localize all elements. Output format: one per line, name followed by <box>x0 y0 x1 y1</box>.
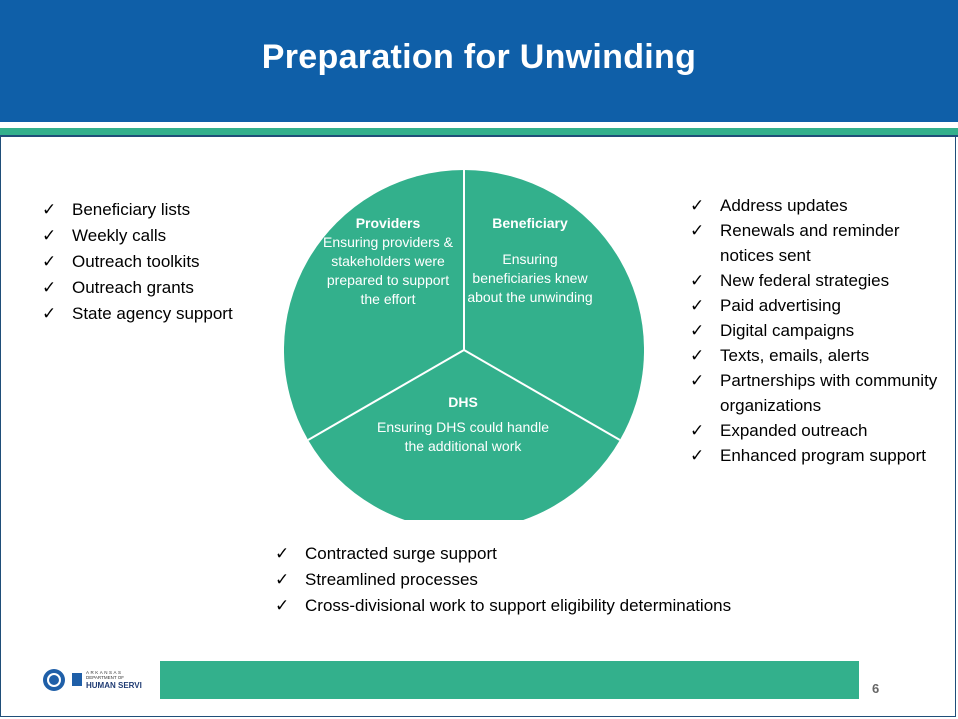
svg-text:ARKANSAS: ARKANSAS <box>86 670 123 675</box>
checkmark-icon: ✓ <box>42 252 57 271</box>
footer-bar <box>160 661 859 699</box>
dhs-heading: DHS <box>448 394 478 410</box>
checkmark-icon: ✓ <box>275 596 290 615</box>
page-number: 6 <box>872 681 880 696</box>
pie-segment-beneficiary <box>464 170 644 440</box>
checkmark-icon: ✓ <box>690 371 705 390</box>
list-item: ✓Contracted surge support <box>275 541 875 567</box>
checkmark-icon: ✓ <box>690 446 705 465</box>
three-part-pie-diagram <box>284 170 644 520</box>
list-item: ✓Beneficiary lists <box>42 197 302 223</box>
checkmark-icon: ✓ <box>690 271 705 290</box>
checkmark-icon: ✓ <box>690 321 705 340</box>
providers-segment-text: Providers Ensuring providers & stakehold… <box>318 214 458 309</box>
list-item: ✓Outreach grants <box>42 275 302 301</box>
arkansas-dhs-logo: ARKANSAS DEPARTMENT OF HUMAN SERVICES <box>43 669 142 691</box>
header-blue-stripe <box>0 135 958 137</box>
providers-description: Ensuring providers & stakeholders were p… <box>323 234 453 307</box>
left-checklist: ✓Beneficiary lists ✓Weekly calls ✓Outrea… <box>42 197 302 327</box>
list-item: ✓New federal strategies <box>690 268 952 293</box>
providers-heading: Providers <box>355 215 421 231</box>
svg-text:HUMAN SERVICES: HUMAN SERVICES <box>86 681 142 690</box>
checkmark-icon: ✓ <box>275 544 290 563</box>
checkmark-icon: ✓ <box>42 278 57 297</box>
checkmark-icon: ✓ <box>690 196 705 215</box>
svg-text:DEPARTMENT OF: DEPARTMENT OF <box>86 675 124 680</box>
checkmark-icon: ✓ <box>690 221 705 240</box>
arkansas-state-icon <box>72 673 82 686</box>
dhs-description: Ensuring DHS could handle the additional… <box>377 419 549 454</box>
list-item: ✓Renewals and reminder notices sent <box>690 218 952 268</box>
checkmark-icon: ✓ <box>690 346 705 365</box>
checkmark-icon: ✓ <box>42 226 57 245</box>
list-item: ✓Streamlined processes <box>275 567 875 593</box>
list-item: ✓Paid advertising <box>690 293 952 318</box>
list-item: ✓Texts, emails, alerts <box>690 343 952 368</box>
beneficiary-heading: Beneficiary <box>492 215 568 231</box>
list-item: ✓State agency support <box>42 301 302 327</box>
header-divider <box>0 122 958 128</box>
checkmark-icon: ✓ <box>690 421 705 440</box>
list-item: ✓Weekly calls <box>42 223 302 249</box>
pie-segment-providers <box>284 170 464 440</box>
list-item: ✓Address updates <box>690 193 952 218</box>
beneficiary-segment-text: Beneficiary Ensuring beneficiaries knew … <box>462 214 598 307</box>
dhs-segment-text: DHS Ensuring DHS could handle the additi… <box>373 393 553 456</box>
bottom-checklist: ✓Contracted surge support ✓Streamlined p… <box>275 541 875 619</box>
list-item: ✓Expanded outreach <box>690 418 952 443</box>
pie-segment-dhs <box>308 350 620 520</box>
list-item: ✓Cross-divisional work to support eligib… <box>275 593 875 619</box>
beneficiary-description: Ensuring beneficiaries knew about the un… <box>467 251 593 305</box>
checkmark-icon: ✓ <box>690 296 705 315</box>
slide-title: Preparation for Unwinding <box>261 38 697 76</box>
list-item: ✓Digital campaigns <box>690 318 952 343</box>
title-header <box>0 0 958 122</box>
list-item: ✓Partnerships with community organizatio… <box>690 368 952 418</box>
checkmark-icon: ✓ <box>42 304 57 323</box>
checkmark-icon: ✓ <box>42 200 57 219</box>
header-green-stripe <box>0 128 958 135</box>
list-item: ✓Outreach toolkits <box>42 249 302 275</box>
list-item: ✓Enhanced program support <box>690 443 952 468</box>
pie-divider <box>307 349 465 441</box>
checkmark-icon: ✓ <box>275 570 290 589</box>
right-checklist: ✓Address updates ✓Renewals and reminder … <box>690 193 952 468</box>
pie-divider <box>463 349 621 441</box>
